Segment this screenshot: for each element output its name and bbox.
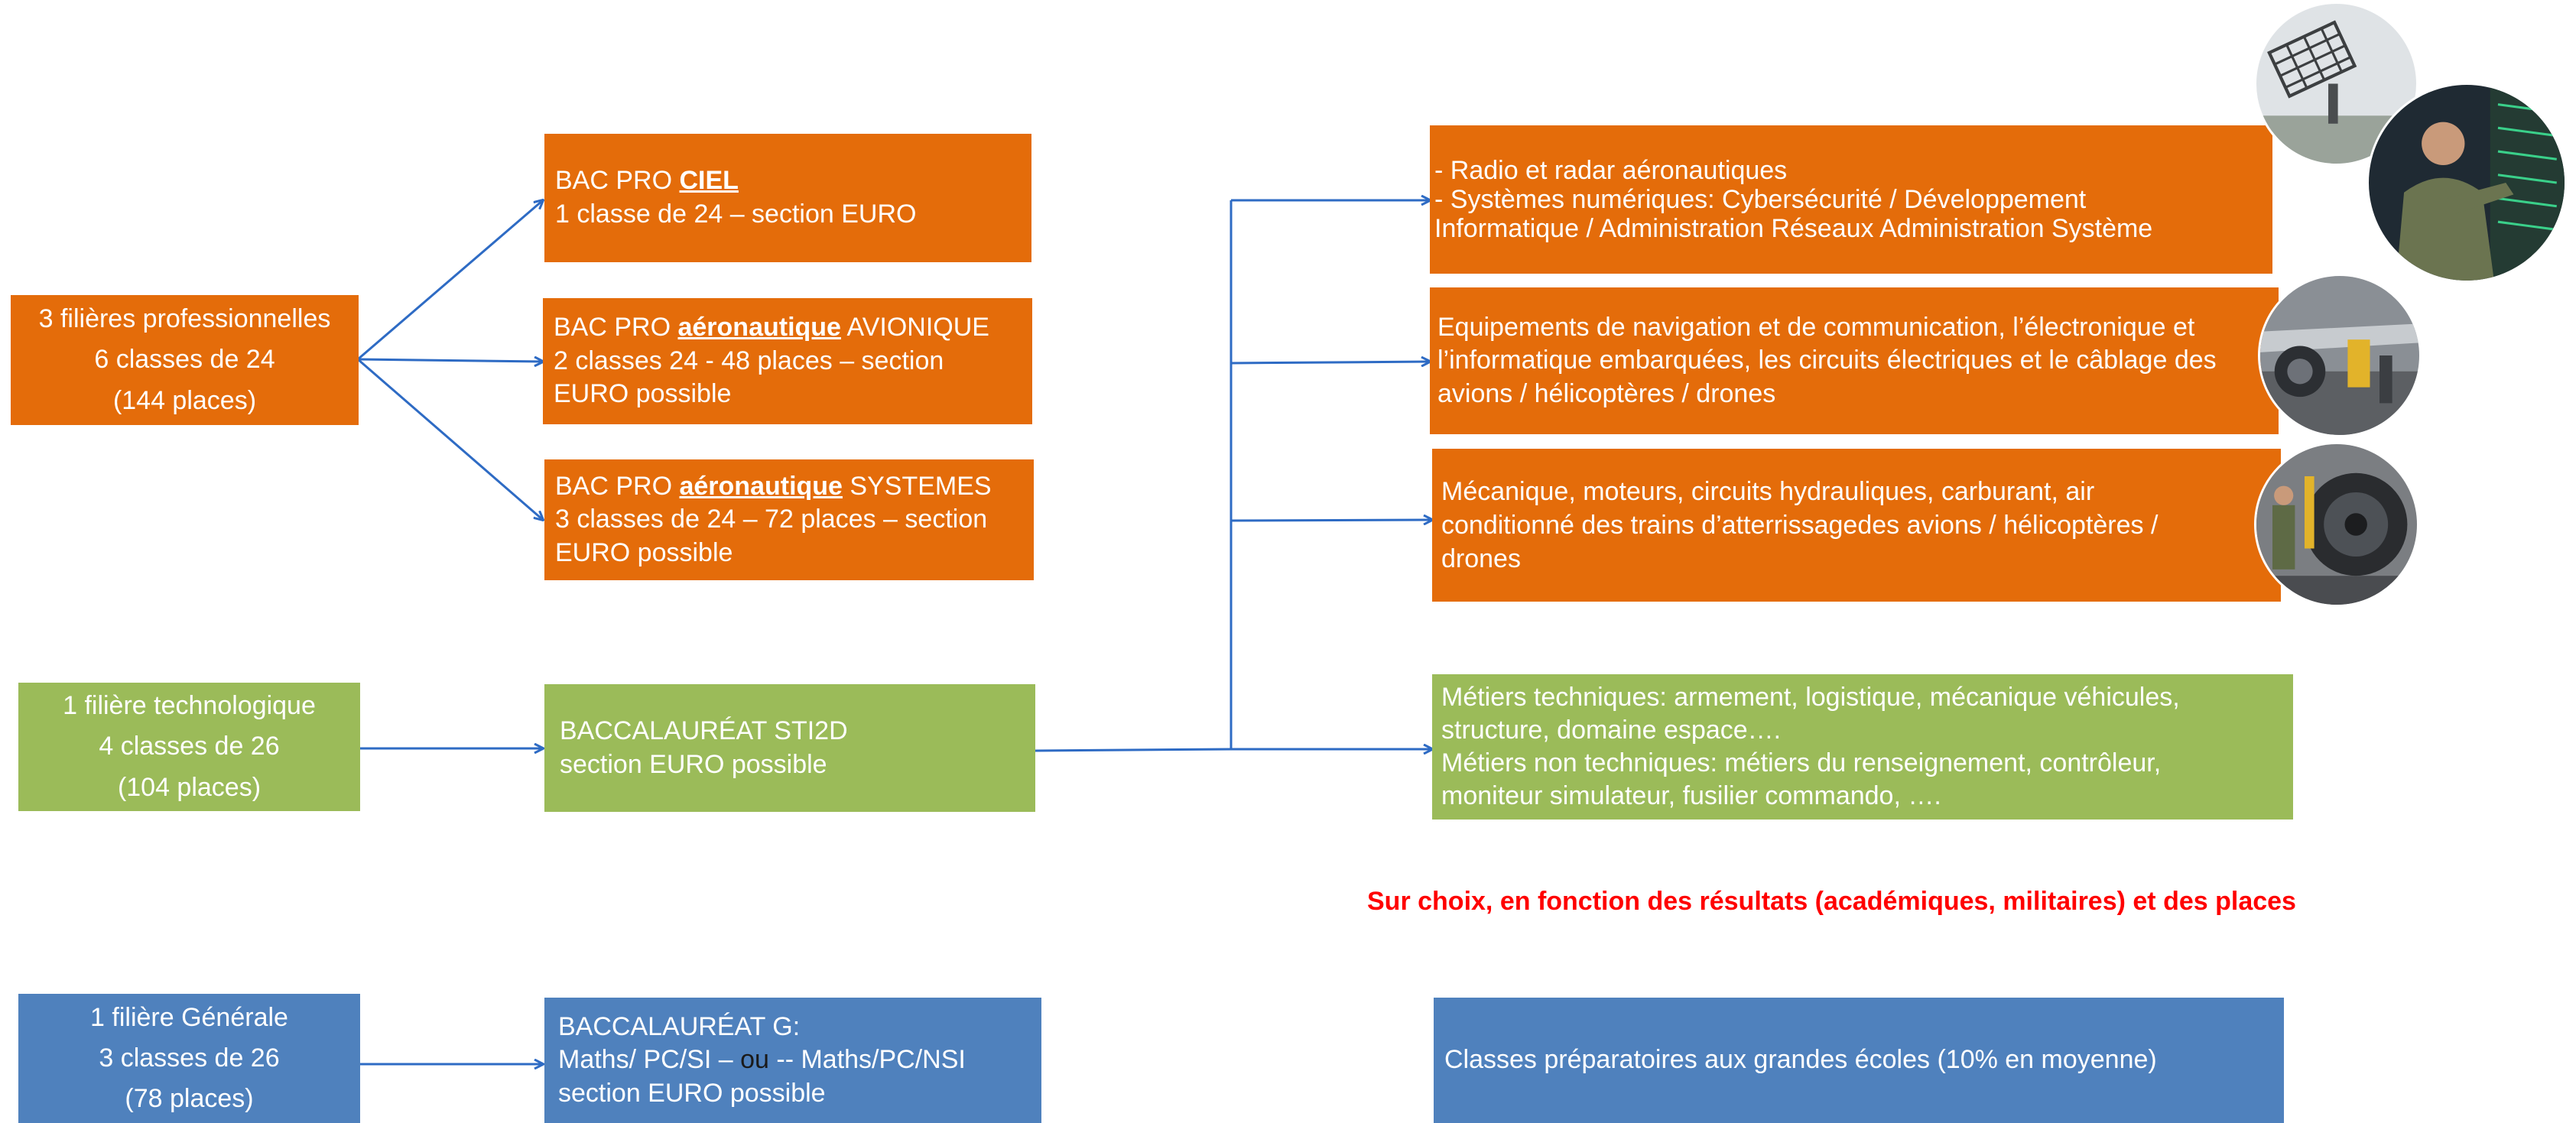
general-line3: section EURO possible — [558, 1078, 826, 1108]
soldier-server-image — [2369, 85, 2565, 281]
box-filieres-pro: 3 filières professionnelles 6 classes de… — [11, 295, 359, 425]
debouches-avionique-line3: avions / hélicoptères / drones — [1437, 378, 1776, 408]
systemes-line2: 3 classes de 24 – 72 places – section — [555, 505, 988, 534]
avionics-workshop-image — [2260, 276, 2419, 435]
avionique-prefix: BAC PRO — [554, 313, 678, 342]
box-filiere-generale: 1 filière Générale 3 classes de 26 (78 p… — [18, 994, 360, 1123]
box-classes-prepa: Classes préparatoires aux grandes écoles… — [1434, 998, 2284, 1123]
radar-line3: Informatique / Administration Réseaux Ad… — [1434, 214, 2153, 244]
debouches-avionique-line2: l’informatique embarquées, les circuits … — [1437, 346, 2217, 375]
filiere-generale-line3: (78 places) — [125, 1084, 254, 1114]
box-debouches-radar: - Radio et radar aéronautiques - Système… — [1430, 125, 2272, 274]
general-line2-ou: ou — [740, 1045, 769, 1075]
box-debouches-mecanique: Mécanique, moteurs, circuits hydraulique… — [1432, 449, 2281, 602]
filiere-techno-line3: (104 places) — [117, 772, 261, 802]
systemes-line1: BAC PRO aéronautique SYSTEMES — [555, 470, 992, 504]
prepa-text: Classes préparatoires aux grandes écoles… — [1444, 1045, 2157, 1075]
metiers-line1: Métiers techniques: armement, logistique… — [1441, 683, 2180, 712]
box-debouches-metiers: Métiers techniques: armement, logistique… — [1432, 674, 2293, 820]
avionique-line1: BAC PRO aéronautique AVIONIQUE — [554, 311, 989, 345]
avionics-workshop-photo — [2258, 274, 2422, 437]
ciel-prefix: BAC PRO — [555, 166, 680, 196]
metiers-line4: moniteur simulateur, fusilier commando, … — [1441, 781, 1941, 810]
arrow-pro-to-systemes — [357, 358, 543, 520]
box-bac-pro-avionique: BAC PRO aéronautique AVIONIQUE 2 classes… — [543, 298, 1032, 424]
general-line2: Maths/ PC/SI – ou -- Maths/PC/NSI — [558, 1043, 966, 1077]
arrow-bus-to-avionique — [1230, 362, 1430, 363]
radar-line1: - Radio et radar aéronautiques — [1434, 155, 1788, 185]
box-debouches-avionique: Equipements de navigation et de communic… — [1430, 287, 2279, 434]
box-bac-pro-systemes: BAC PRO aéronautique SYSTEMES 3 classes … — [544, 459, 1034, 580]
mecanique-line2: conditionné des trains d’atterrissagedes… — [1441, 510, 2159, 540]
systemes-suffix: SYSTEMES — [842, 471, 992, 501]
avionique-line2: 2 classes 24 - 48 places – section — [554, 346, 944, 375]
ciel-strong: CIEL — [679, 166, 739, 196]
arrow-pro-to-avionique — [357, 359, 543, 362]
arrow-pro-to-ciel — [357, 200, 543, 361]
general-line1: BACCALAURÉAT G: — [558, 1011, 801, 1041]
ciel-line1: BAC PRO CIEL — [555, 164, 739, 198]
avionique-line3: EURO possible — [554, 379, 732, 409]
systemes-strong: aéronautique — [679, 471, 843, 501]
filiere-techno-line2: 4 classes de 26 — [99, 732, 280, 761]
engine-maintenance-image — [2256, 444, 2417, 605]
filiere-techno-line1: 1 filière technologique — [63, 691, 316, 721]
filieres-pro-line1: 3 filières professionnelles — [38, 304, 331, 334]
mecanique-line1: Mécanique, moteurs, circuits hydraulique… — [1441, 476, 2095, 506]
sti2d-line2: section EURO possible — [560, 749, 827, 779]
radar-line2: - Systèmes numériques: Cybersécurité / D… — [1434, 184, 2087, 214]
metiers-line3: Métiers non techniques: métiers du rense… — [1441, 748, 2162, 777]
metiers-line2: structure, domaine espace…. — [1441, 716, 1782, 745]
box-bac-general: BACCALAURÉAT G: Maths/ PC/SI – ou -- Mat… — [544, 998, 1041, 1123]
avionique-suffix: AVIONIQUE — [840, 313, 989, 342]
ciel-line2: 1 classe de 24 – section EURO — [555, 200, 917, 229]
arrow-bus-to-mecanique — [1230, 520, 1432, 521]
systemes-line3: EURO possible — [555, 537, 733, 567]
mecanique-line3: drones — [1441, 544, 1521, 574]
engine-maintenance-photo — [2254, 442, 2419, 607]
general-line2-c: -- Maths/PC/NSI — [768, 1045, 966, 1075]
line-sti2d-out — [1035, 748, 1232, 752]
filiere-generale-line1: 1 filière Générale — [90, 1002, 288, 1032]
box-bac-pro-ciel: BAC PRO CIEL 1 classe de 24 – section EU… — [544, 134, 1031, 262]
filieres-pro-line3: (144 places) — [112, 385, 257, 415]
selection-note: Sur choix, en fonction des résultats (ac… — [1367, 887, 2296, 916]
box-bac-sti2d: BACCALAURÉAT STI2D section EURO possible — [544, 684, 1035, 812]
sti2d-line1: BACCALAURÉAT STI2D — [560, 716, 848, 745]
avionique-strong: aéronautique — [677, 313, 841, 342]
debouches-avionique-line1: Equipements de navigation et de communic… — [1437, 312, 2195, 342]
general-line2-a: Maths/ PC/SI – — [558, 1045, 741, 1075]
filiere-generale-line2: 3 classes de 26 — [99, 1043, 280, 1073]
filieres-pro-line2: 6 classes de 24 — [94, 345, 275, 375]
box-filiere-techno: 1 filière technologique 4 classes de 26 … — [18, 683, 360, 811]
systemes-prefix: BAC PRO — [555, 471, 680, 501]
soldier-server-photo — [2366, 83, 2567, 283]
